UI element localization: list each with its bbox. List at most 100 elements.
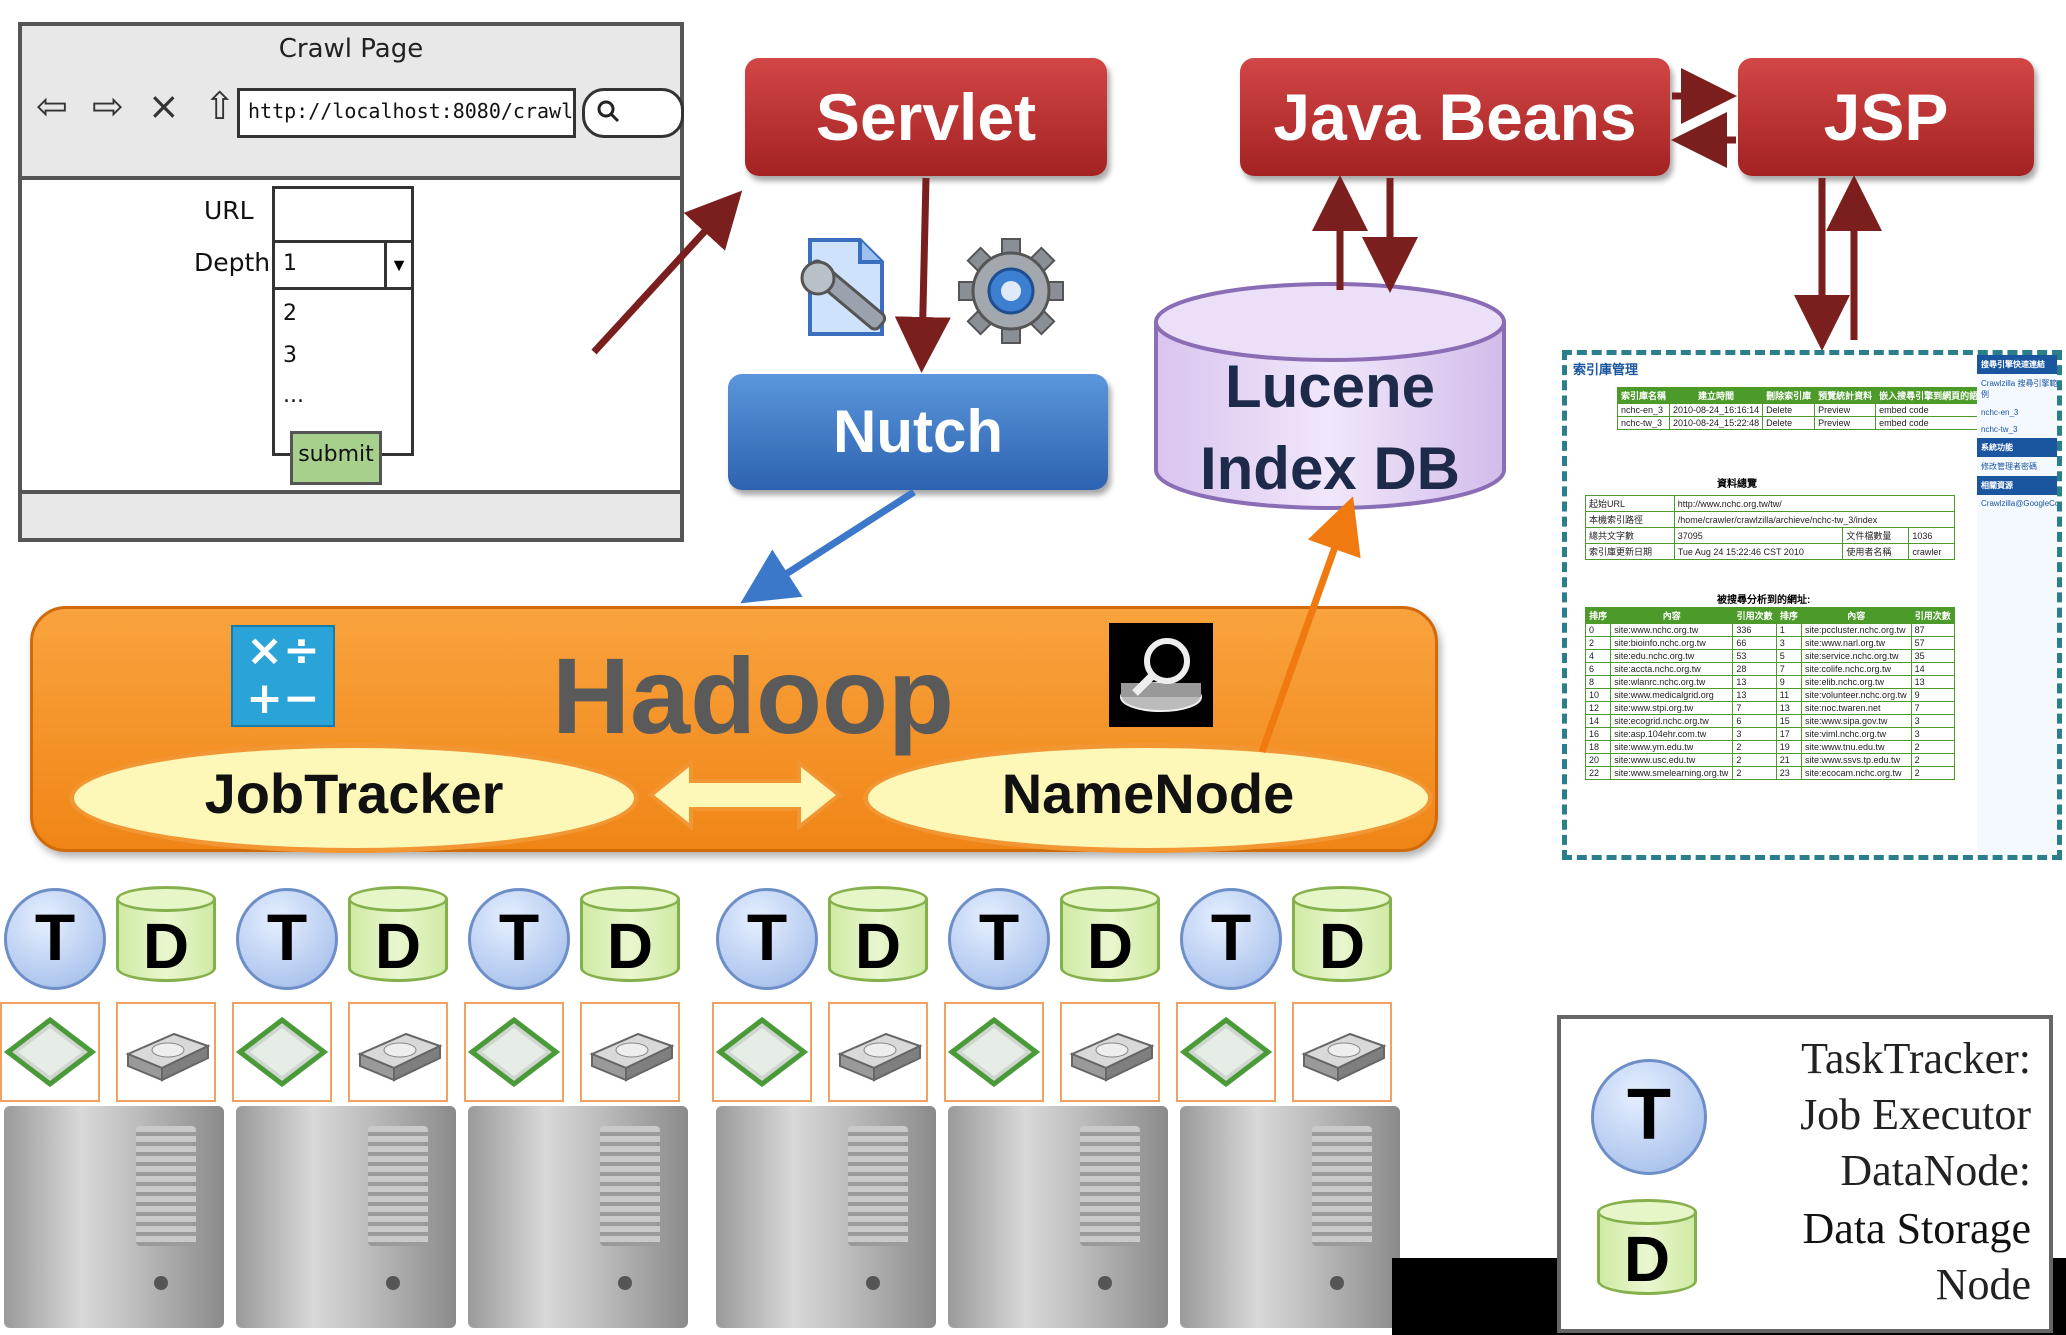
analysis-cell: 11 [1775,688,1803,702]
analysis-cell: 6 [1584,662,1612,676]
datanode-node: D [1292,886,1392,986]
datanode-letter: D [606,910,654,982]
hard-drive-icon [580,1002,680,1102]
legend-line2: Job Executor [1800,1090,2031,1139]
sidebar-link[interactable]: nchc-en_3 [1981,408,2019,417]
index-cell[interactable]: nchc-tw_3 [1616,416,1671,430]
lucene-label: Lucene Index DB [1152,346,1508,510]
analysis-cell: 2 [1732,740,1777,754]
screenshot-header: 索引庫管理 [1573,362,1639,377]
analysis-col-header: 排序 [1584,607,1612,624]
legend-d-letter: D [1623,1223,1671,1295]
embed-code-button[interactable]: embed code [1875,403,1992,417]
lucene-label-line1: Lucene [1224,353,1436,420]
analysis-cell: 15 [1775,714,1803,728]
datanode-node: D [1060,886,1160,986]
analysis-cell: 66 [1732,636,1777,650]
delete-button[interactable]: Delete [1762,403,1816,417]
jsp-box: JSP [1738,58,2034,176]
analysis-col-header: 引用次數 [1910,607,1956,624]
browser-titlebar: Crawl Page ⇦ ⇨ × ⇧ http://localhost:8080… [22,26,684,180]
chevron-down-icon[interactable]: ▼ [384,243,411,287]
analysis-cell: site:colife.nchc.org.tw [1801,662,1912,676]
sidebar-link[interactable]: 修改管理者密碼 [1981,462,2037,471]
preview-button[interactable]: Preview [1814,403,1877,417]
analysis-cell: site:www.medicalgrid.org [1610,688,1734,702]
datanode-letter: D [854,910,902,982]
datanode-letter: D [374,910,422,982]
analysis-cell: site:www.stpi.org.tw [1610,701,1734,715]
tasktracker-node: T [236,888,338,990]
index-col-header: 刪除索引庫 [1762,387,1816,404]
analysis-cell: 53 [1732,649,1777,663]
analysis-title: 被搜尋分析到的網址: [1717,595,1811,606]
analysis-col-header: 內容 [1801,607,1912,624]
summary-value: http://www.nchc.org.tw/tw/ [1673,495,1956,512]
analysis-cell: site:pccluster.nchc.org.tw [1801,623,1912,637]
analysis-cell: 7 [1910,701,1956,715]
analysis-cell: 3 [1732,727,1777,741]
index-col-header: 建立時間 [1669,387,1764,404]
summary-value: crawler [1908,543,1955,560]
analysis-cell: 16 [1584,727,1612,741]
hadoop-cluster-box: Hadoop JobTracker NameNode ×÷+− [30,606,1438,853]
depth-option[interactable]: ... [283,383,304,408]
depth-selected-value: 1 [283,251,297,276]
analysis-cell: site:www.smelearning.org.tw [1610,766,1734,780]
analysis-cell: site:ecogrid.nchc.org.tw [1610,714,1734,728]
datanode-letter: D [1318,910,1366,982]
url-input[interactable] [272,186,414,244]
analysis-cell: 22 [1584,766,1612,780]
search-engine-screenshot: 索引庫管理 索引庫名稱 建立時間 刪除索引庫 預覽統計資料 嵌入搜尋引擎到網頁的… [1562,350,2062,860]
analysis-cell: site:edu.nchc.org.tw [1610,649,1734,663]
analysis-cell: site:www.sipa.gov.tw [1801,714,1912,728]
analysis-cell: 20 [1584,753,1612,767]
legend-box: T D TaskTracker: Job Executor DataNode: … [1557,1015,2053,1333]
tasktracker-node: T [716,888,818,990]
depth-option[interactable]: 3 [283,343,297,368]
tasktracker-node: T [4,888,106,990]
analysis-cell: 3 [1910,727,1956,741]
depth-option[interactable]: 2 [283,301,297,326]
analysis-cell: 14 [1910,662,1956,676]
index-cell[interactable]: nchc-en_3 [1616,403,1671,417]
datanode-letter: D [1086,910,1134,982]
datanode-letter: D [142,910,190,982]
wrench-document-icon [800,238,887,336]
nutch-box: Nutch [728,374,1108,490]
summary-key: 起始URL [1585,495,1675,512]
depth-select[interactable]: 1 ▼ 2 3 ... [272,240,414,456]
analysis-cell: site:volunteer.nchc.org.tw [1801,688,1912,702]
analysis-cell: 8 [1584,675,1612,689]
analysis-cell: 3 [1775,636,1803,650]
lucene-index-db-cylinder [1154,282,1506,510]
sidebar-link[interactable]: nchc-tw_3 [1981,425,2018,434]
preview-button[interactable]: Preview [1814,416,1877,430]
address-bar[interactable]: http://localhost:8080/crawl.html [237,88,576,138]
sidebar-link[interactable]: Crawlzilla 搜尋引擎範例 [1981,379,2058,399]
browser-nav-icons[interactable]: ⇦ ⇨ × ⇧ [36,84,242,128]
sidebar-link[interactable]: Crawlzilla@GoogleCode [1981,499,2062,508]
delete-button[interactable]: Delete [1762,416,1816,430]
search-icon[interactable] [582,88,684,138]
analysis-cell: 1 [1775,623,1803,637]
analysis-col-header: 引用次數 [1732,607,1777,624]
datanode-node: D [580,886,680,986]
analysis-col-header: 內容 [1610,607,1734,624]
hard-drive-icon [828,1002,928,1102]
analysis-cell: 5 [1775,649,1803,663]
table-row: 本機索引路徑/home/crawler/crawlzilla/archieve/… [1585,511,1956,528]
analysis-cell: 7 [1775,662,1803,676]
datanode-node: D [116,886,216,986]
embed-code-button[interactable]: embed code [1875,416,1992,430]
analysis-cell: 2 [1732,766,1777,780]
analysis-cell: 13 [1732,688,1777,702]
datanode-node: D [348,886,448,986]
submit-button[interactable]: submit [290,431,382,485]
